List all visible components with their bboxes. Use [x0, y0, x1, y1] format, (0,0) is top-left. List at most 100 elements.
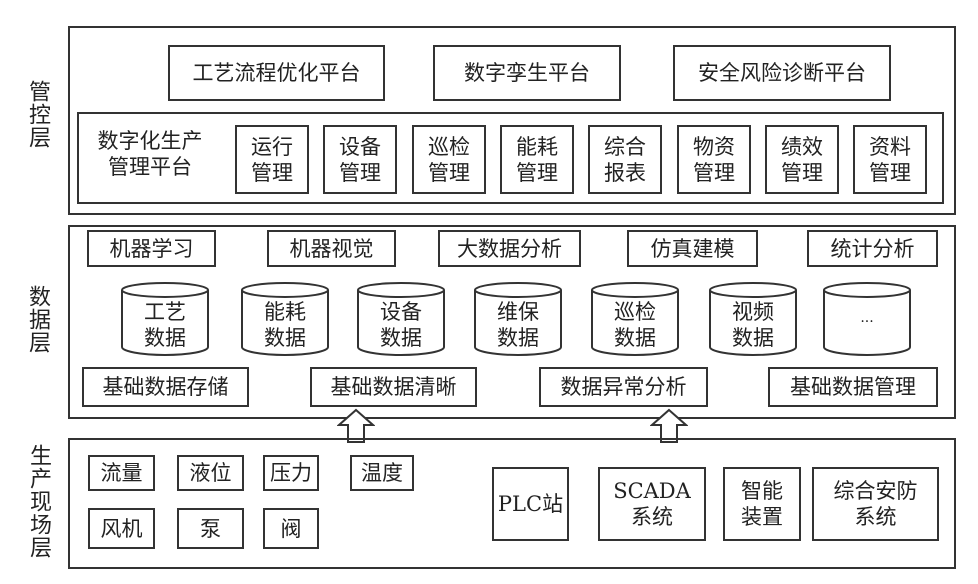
- database-icon: [709, 282, 797, 356]
- box-text: 管理: [516, 160, 558, 185]
- database-cylinder: 视频数据: [708, 281, 798, 357]
- db-line1: ...: [860, 310, 874, 326]
- box-text: SCADA: [613, 479, 691, 503]
- box-text: 智能: [741, 479, 783, 503]
- box-text: 报表: [604, 160, 646, 185]
- system-box: 智能装置: [723, 467, 801, 541]
- control-layer-label: 管控层: [25, 80, 50, 149]
- box-text: 能耗: [516, 134, 558, 159]
- control-layer: [68, 26, 956, 215]
- box-text: 综合安防: [833, 479, 918, 503]
- title-line1: 数字化生产: [97, 129, 203, 153]
- database-icon: [823, 282, 911, 356]
- box-text: 风机: [100, 516, 143, 541]
- database-cylinder: 巡检数据: [590, 281, 680, 357]
- db-line1: 视频: [732, 300, 774, 324]
- box-text: 巡检: [428, 134, 470, 159]
- equipment-box: 阀: [263, 508, 319, 549]
- sensor-box: 液位: [177, 455, 244, 491]
- equipment-box: 风机: [88, 508, 155, 549]
- db-line2: 数据: [144, 326, 186, 350]
- box-text: 基础数据清晰: [330, 375, 457, 399]
- box-text: 资料: [869, 134, 911, 159]
- box-text: 压力: [270, 461, 312, 485]
- database-label: 巡检数据: [590, 299, 680, 351]
- db-line1: 巡检: [614, 300, 656, 324]
- box-text: 管理: [693, 160, 735, 185]
- sensor-box: 温度: [350, 455, 414, 491]
- box-text: 大数据分析: [457, 236, 562, 261]
- module-box: 物资管理: [677, 125, 751, 194]
- digital-platform-title: 数字化生产 管理平台: [80, 128, 220, 180]
- db-line2: 数据: [264, 326, 306, 350]
- box-text: 物资: [693, 134, 735, 159]
- database-label: 维保数据: [473, 299, 563, 351]
- db-line1: 能耗: [264, 300, 306, 324]
- system-box: 综合安防系统: [812, 467, 939, 541]
- module-box: 能耗管理: [500, 125, 574, 194]
- box-text: 数据异常分析: [560, 375, 687, 399]
- sensor-box: 流量: [88, 455, 155, 491]
- analytics-box: 机器视觉: [267, 230, 396, 267]
- box-text: 管理: [251, 160, 293, 185]
- database-label: 工艺数据: [120, 299, 210, 351]
- box-text: 流量: [100, 461, 143, 485]
- db-line2: 数据: [497, 326, 539, 350]
- module-box: 巡检管理: [412, 125, 486, 194]
- platform-process-optimization: 工艺流程优化平台: [168, 45, 385, 101]
- digital-production-platform: [77, 112, 944, 204]
- service-box: 基础数据存储: [82, 367, 249, 407]
- box-text: 仿真建模: [650, 236, 735, 261]
- box-text: 综合: [604, 134, 646, 159]
- database-cylinder: 设备数据: [356, 281, 446, 357]
- db-line2: 数据: [732, 326, 774, 350]
- box-text: 管理: [428, 160, 470, 185]
- database-icon: [591, 282, 679, 356]
- box-text: 装置: [741, 505, 783, 529]
- box-text: 基础数据存储: [102, 375, 229, 399]
- db-line1: 工艺: [144, 300, 186, 324]
- box-text: 机器学习: [109, 236, 194, 261]
- db-line1: 设备: [380, 300, 422, 324]
- box-text: 运行: [251, 134, 293, 159]
- db-line1: 维保: [497, 300, 539, 324]
- box-text: 设备: [339, 134, 381, 159]
- platform-safety-risk: 安全风险诊断平台: [673, 45, 891, 101]
- up-arrow-icon: [650, 408, 688, 443]
- box-text: 管理: [339, 160, 381, 185]
- analytics-box: 机器学习: [87, 230, 216, 267]
- box-text: PLC站: [497, 492, 564, 516]
- database-icon: [357, 282, 445, 356]
- module-box: 绩效管理: [765, 125, 839, 194]
- module-box: 资料管理: [853, 125, 927, 194]
- database-label: 设备数据: [356, 299, 446, 351]
- box-text: 绩效: [781, 134, 823, 159]
- module-box: 设备管理: [323, 125, 397, 194]
- database-cylinder: ...: [822, 281, 912, 357]
- database-cylinder: 工艺数据: [120, 281, 210, 357]
- database-cylinder: 维保数据: [473, 281, 563, 357]
- database-icon: [241, 282, 329, 356]
- box-text: 阀: [280, 516, 302, 541]
- analytics-box: 统计分析: [807, 230, 938, 267]
- analytics-box: 仿真建模: [627, 230, 758, 267]
- box-text: 系统: [854, 505, 897, 529]
- box-text: 基础数据管理: [790, 375, 916, 399]
- box-text: 泵: [200, 516, 221, 541]
- box-text: 机器视觉: [289, 236, 374, 261]
- database-label: 能耗数据: [240, 299, 330, 351]
- data-layer: [68, 225, 956, 419]
- database-icon: [121, 282, 209, 356]
- field-layer: [68, 438, 956, 569]
- up-arrow-icon: [337, 408, 375, 443]
- service-box: 数据异常分析: [539, 367, 708, 407]
- sensor-box: 压力: [263, 455, 319, 491]
- field-layer-label: 生产现场层: [26, 444, 51, 559]
- service-box: 基础数据清晰: [310, 367, 477, 407]
- database-label: ...: [822, 305, 912, 331]
- module-box: 运行管理: [235, 125, 309, 194]
- database-cylinder: 能耗数据: [240, 281, 330, 357]
- db-line2: 数据: [380, 326, 422, 350]
- box-text: 管理: [869, 160, 911, 185]
